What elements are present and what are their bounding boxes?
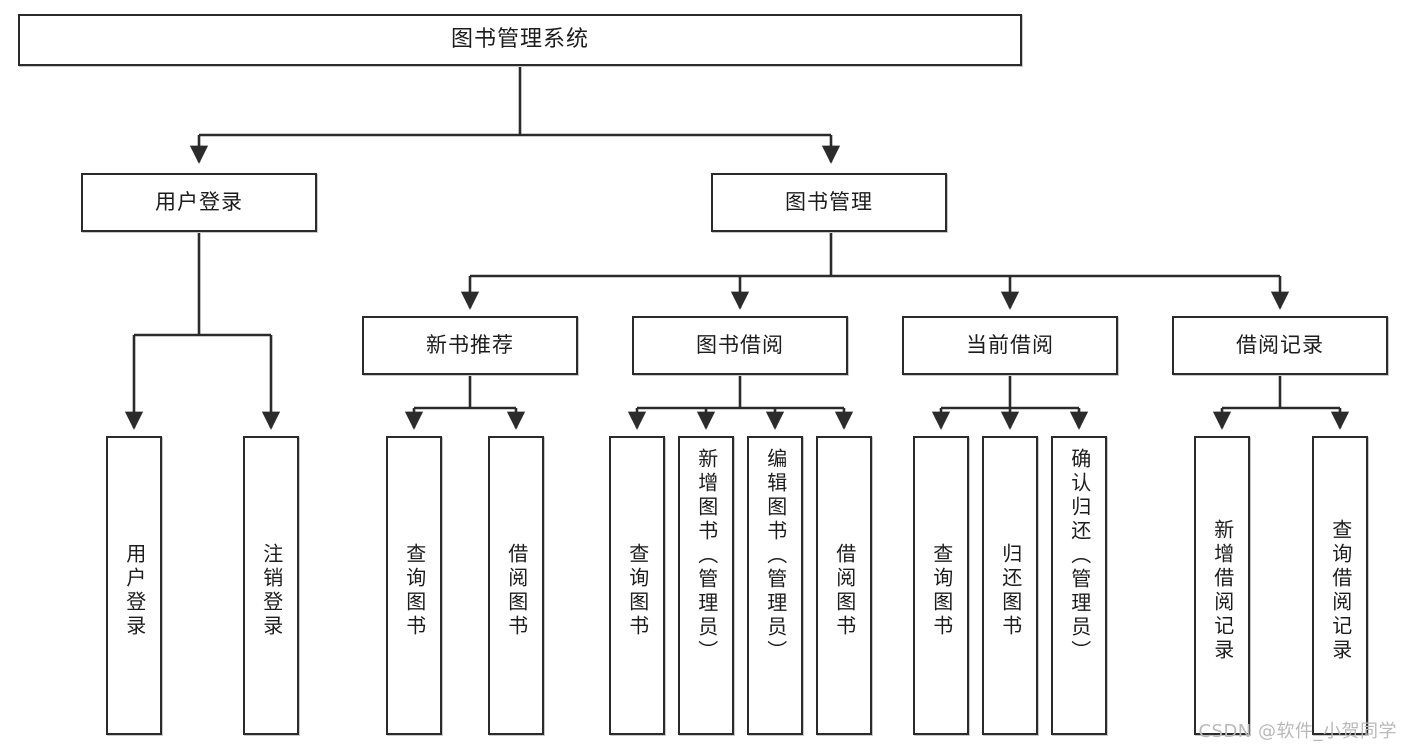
leaf-return-book[interactable]: 归还图书 xyxy=(982,436,1038,735)
node-borrow-record[interactable]: 借阅记录 xyxy=(1172,316,1388,375)
node-label: 借阅记录 xyxy=(1236,333,1324,358)
node-label: 查询图书 xyxy=(625,542,650,639)
node-label: 编辑图书（管理员） xyxy=(763,448,788,664)
leaf-edit-book[interactable]: 编辑图书（管理员） xyxy=(747,436,803,735)
node-new-book-recommend[interactable]: 新书推荐 xyxy=(362,316,578,375)
node-label: 新增图书（管理员） xyxy=(694,448,719,664)
leaf-query-borrow-record[interactable]: 查询借阅记录 xyxy=(1312,436,1368,735)
node-label: 当前借阅 xyxy=(966,333,1054,358)
node-current-borrow[interactable]: 当前借阅 xyxy=(902,316,1118,375)
node-user-login[interactable]: 用户登录 xyxy=(81,173,317,232)
leaf-query-book-borrow[interactable]: 查询图书 xyxy=(609,436,665,735)
node-label: 查询图书 xyxy=(402,542,427,639)
node-label: 查询借阅记录 xyxy=(1328,518,1353,663)
node-label: 注销登录 xyxy=(259,542,284,639)
leaf-query-book-current[interactable]: 查询图书 xyxy=(913,436,969,735)
leaf-borrow-book-borrow[interactable]: 借阅图书 xyxy=(816,436,872,735)
node-label: 确认归还（管理员） xyxy=(1067,448,1092,664)
leaf-add-book[interactable]: 新增图书（管理员） xyxy=(678,436,734,735)
leaf-confirm-return[interactable]: 确认归还（管理员） xyxy=(1051,436,1107,735)
node-root-system[interactable]: 图书管理系统 xyxy=(18,14,1022,66)
node-book-borrow[interactable]: 图书借阅 xyxy=(632,316,848,375)
node-label: 新书推荐 xyxy=(426,333,514,358)
node-book-manage[interactable]: 图书管理 xyxy=(711,173,947,232)
leaf-logout-login[interactable]: 注销登录 xyxy=(243,436,299,735)
node-label: 用户登录 xyxy=(122,542,147,639)
node-label: 新增借阅记录 xyxy=(1210,518,1235,663)
leaf-user-login[interactable]: 用户登录 xyxy=(106,436,162,735)
node-label: 查询图书 xyxy=(929,542,954,639)
node-label: 用户登录 xyxy=(155,190,243,215)
leaf-add-borrow-record[interactable]: 新增借阅记录 xyxy=(1194,436,1250,735)
node-label: 借阅图书 xyxy=(504,542,529,639)
leaf-borrow-book-recommend[interactable]: 借阅图书 xyxy=(488,436,544,735)
node-label: 归还图书 xyxy=(998,542,1023,639)
node-label: 借阅图书 xyxy=(832,542,857,639)
node-label: 图书借阅 xyxy=(696,333,784,358)
node-label: 图书管理 xyxy=(785,190,873,215)
leaf-query-book-recommend[interactable]: 查询图书 xyxy=(386,436,442,735)
node-label: 图书管理系统 xyxy=(450,27,589,53)
